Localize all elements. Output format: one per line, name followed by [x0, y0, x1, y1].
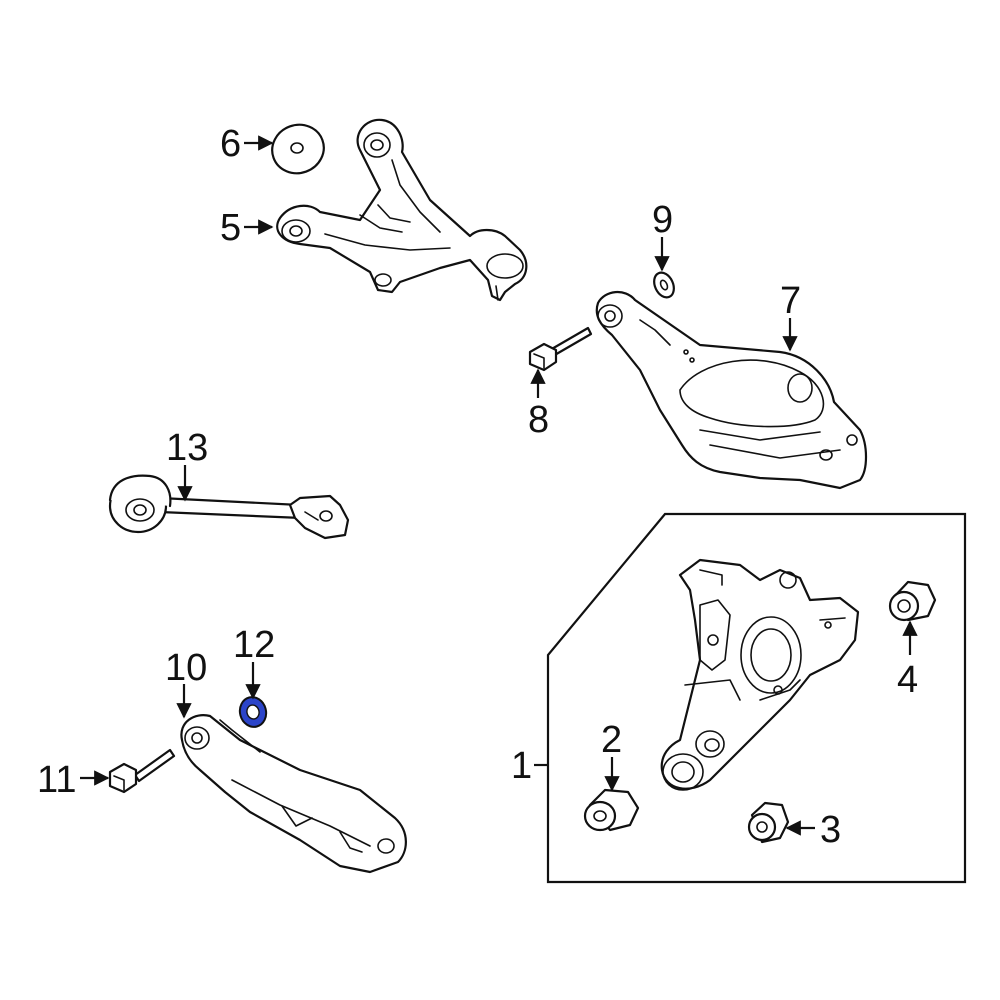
upper-control-arm[interactable]: [276, 118, 528, 302]
knuckle-assembly-frame: [546, 512, 967, 884]
callout-1: 1: [511, 745, 532, 787]
lower-arm-washer[interactable]: [650, 269, 677, 300]
callout-10: 10: [165, 647, 207, 689]
bushing-rear[interactable]: [747, 801, 790, 844]
upper-arm-washer[interactable]: [265, 118, 330, 181]
trailing-arm[interactable]: [180, 714, 407, 874]
callout-2: 2: [601, 719, 622, 761]
callout-9: 9: [652, 199, 673, 241]
lower-control-arm[interactable]: [595, 291, 868, 490]
toe-link[interactable]: [108, 474, 350, 540]
callout-7: 7: [780, 280, 801, 322]
callout-numbers: 6 5 9 7 8 13 12 10 11 2 3 4 1: [37, 123, 918, 851]
callout-3: 3: [820, 809, 841, 851]
bushing-upper[interactable]: [888, 580, 937, 622]
callout-5: 5: [220, 207, 241, 249]
callout-4: 4: [897, 659, 918, 701]
trailing-arm-bolt[interactable]: [108, 748, 176, 794]
callout-8: 8: [528, 399, 549, 441]
callout-6: 6: [220, 123, 241, 165]
lower-arm-bolt[interactable]: [528, 326, 593, 372]
leader-lines: [80, 135, 918, 836]
knuckle-assembly[interactable]: [660, 558, 860, 791]
callout-11: 11: [37, 759, 76, 801]
bushing-front[interactable]: [583, 788, 640, 832]
callout-13: 13: [166, 427, 208, 469]
trailing-arm-washer[interactable]: [237, 694, 270, 730]
callout-12: 12: [233, 624, 275, 666]
